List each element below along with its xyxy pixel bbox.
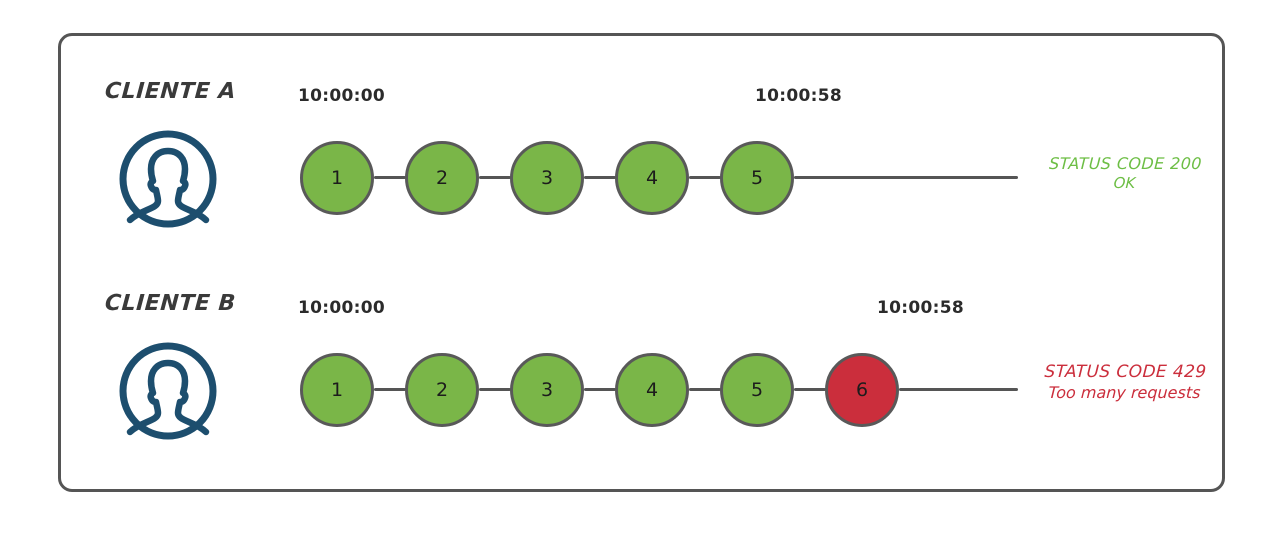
connector: [374, 388, 406, 391]
request-node-label: 2: [435, 167, 449, 189]
request-node[interactable]: 4: [615, 353, 689, 427]
request-node-label: 4: [645, 379, 659, 401]
request-node-label: 5: [750, 379, 764, 401]
connector: [794, 388, 826, 391]
request-node-label: 2: [435, 379, 449, 401]
request-node[interactable]: 5: [720, 141, 794, 215]
user-avatar-icon: [116, 127, 220, 231]
request-node-label: 3: [540, 379, 554, 401]
user-avatar-icon: [116, 339, 220, 443]
connector-tail-a: [794, 176, 1018, 179]
connector-tail-b: [899, 388, 1018, 391]
request-node[interactable]: 5: [720, 353, 794, 427]
timestamp-start-b: 10:00:00: [298, 298, 385, 318]
connector: [479, 176, 511, 179]
request-node[interactable]: 3: [510, 141, 584, 215]
request-node[interactable]: 2: [405, 353, 479, 427]
status-code-b: STATUS CODE 429: [1044, 362, 1208, 382]
request-node-label: 3: [540, 167, 554, 189]
status-message-b: Too many requests: [1047, 383, 1201, 403]
connector: [374, 176, 406, 179]
connector: [584, 388, 616, 391]
status-message-a: OK: [1113, 174, 1136, 192]
request-node-label: 4: [645, 167, 659, 189]
status-badge-a: STATUS CODE 200 OK: [1024, 154, 1226, 193]
request-node[interactable]: 1: [300, 141, 374, 215]
connector: [689, 176, 721, 179]
connector: [584, 176, 616, 179]
request-node[interactable]: 4: [615, 141, 689, 215]
timestamp-end-a: 10:00:58: [755, 86, 842, 106]
client-label-a: CLIENTE A: [104, 79, 237, 104]
timestamp-start-a: 10:00:00: [298, 86, 385, 106]
request-node-label: 1: [330, 167, 344, 189]
request-node[interactable]: 1: [300, 353, 374, 427]
request-node-label: 5: [750, 167, 764, 189]
connector: [689, 388, 721, 391]
client-label-b: CLIENTE B: [104, 291, 237, 316]
timestamp-end-b: 10:00:58: [877, 298, 964, 318]
request-node-blocked[interactable]: 6: [825, 353, 899, 427]
status-badge-b: STATUS CODE 429 Too many requests: [1024, 362, 1226, 403]
request-node-label: 6: [855, 379, 869, 401]
connector: [479, 388, 511, 391]
request-node[interactable]: 2: [405, 141, 479, 215]
request-node-label: 1: [330, 379, 344, 401]
request-node[interactable]: 3: [510, 353, 584, 427]
status-code-a: STATUS CODE 200: [1048, 154, 1203, 173]
